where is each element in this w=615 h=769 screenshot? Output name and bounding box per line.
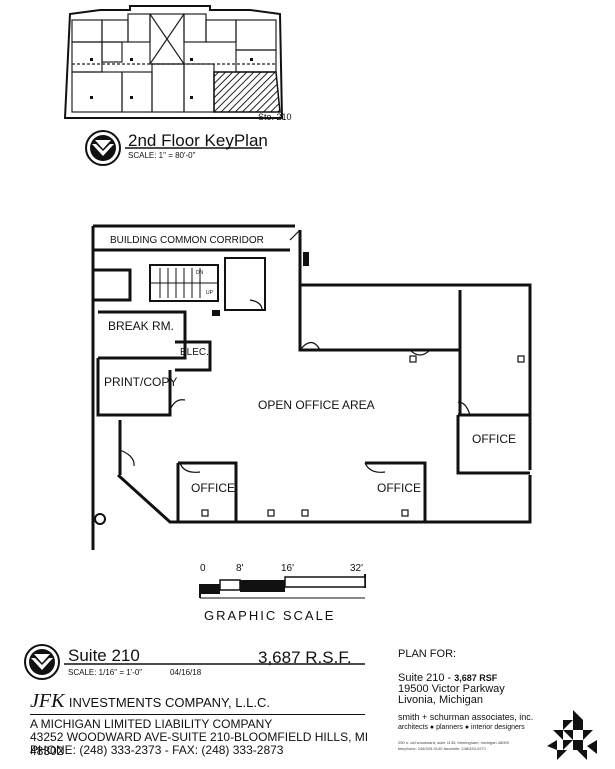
keyplan-logo-icon <box>85 130 121 166</box>
keyplan-title: 2nd Floor KeyPlan <box>128 131 268 150</box>
office-center-label: OFFICE <box>377 481 421 495</box>
graphic-scale: 0 8' 16' 32' GRAPHIC SCALE <box>190 560 390 630</box>
firm-name: smith + schurman associates, inc. <box>398 712 534 722</box>
scale-tick-8: 8' <box>236 563 244 574</box>
plan-for-suite: Suite 210 - <box>398 672 452 684</box>
scale-tick-0: 0 <box>200 563 206 574</box>
elec-label: ELEC. <box>180 347 209 358</box>
suite-tag: Ste. 210 <box>258 112 292 122</box>
open-office-label: OPEN OFFICE AREA <box>258 398 375 412</box>
stair-up-label: UP <box>206 290 213 296</box>
column-circle-icon <box>94 513 106 525</box>
jfk-logo-text: JFK <box>30 690 65 712</box>
keyplan-scale: SCALE: 1" = 80'-0" <box>128 151 196 160</box>
company-name: INVESTMENTS COMPANY, L.L.C. <box>68 695 270 710</box>
keyplan: Ste. 210 2nd Floor KeyPlan SCALE: 1" = 8… <box>0 0 615 170</box>
plan-for-city: Livonia, Michigan <box>398 694 483 706</box>
firm-fine-2: telephone: 248/333-0140 facsimile: 248/3… <box>398 746 487 751</box>
firm-sub: architects ● planners ● interior designe… <box>398 724 525 731</box>
suite-rsf: 3,687 R.S.F. <box>258 648 352 667</box>
scale-tick-32: 32' <box>350 563 364 574</box>
plan-for-heading: PLAN FOR: <box>398 648 457 660</box>
suite-block: Suite 210 3,687 R.S.F. SCALE: 1/16" = 1'… <box>20 640 380 690</box>
suite-scale: SCALE: 1/16" = 1'-0" <box>68 668 143 677</box>
corridor-label: BUILDING COMMON CORRIDOR <box>110 235 264 246</box>
suite-block-drawing <box>24 644 365 680</box>
graphic-scale-bar <box>199 574 366 599</box>
company-line-3: PHONE: (248) 333-2373 - FAX: (248) 333-2… <box>30 743 284 757</box>
office-right-label: OFFICE <box>472 432 516 446</box>
keyplan-drawing <box>63 5 284 166</box>
floor-plan: BUILDING COMMON CORRIDOR DN UP BREAK RM.… <box>0 210 615 550</box>
firm-fine-1: 250 n. old woodward, suite 1135, birming… <box>398 740 509 745</box>
company-block: JFK INVESTMENTS COMPANY, L.L.C. A MICHIG… <box>30 690 380 760</box>
plan-for-street: 19500 Victor Parkway <box>398 683 505 695</box>
graphic-scale-title: GRAPHIC SCALE <box>204 608 336 623</box>
suite-210-hatch <box>213 71 281 113</box>
firm-logo-icon <box>547 710 597 760</box>
company-line-1: A MICHIGAN LIMITED LIABILITY COMPANY <box>30 717 273 731</box>
stair-dn-label: DN <box>196 270 204 276</box>
suite-logo-icon <box>24 644 60 680</box>
break-room-label: BREAK RM. <box>108 319 175 333</box>
plan-for-block: PLAN FOR: Suite 210 - 3,687 RSF 19500 Vi… <box>398 648 608 763</box>
suite-title: Suite 210 <box>68 646 140 665</box>
plan-for-rsf: 3,687 RSF <box>454 673 498 683</box>
suite-date: 04/16/18 <box>170 668 202 677</box>
floor-plan-drawing <box>91 224 532 550</box>
print-copy-label: PRINT/COPY <box>104 375 178 389</box>
office-left-label: OFFICE <box>191 481 235 495</box>
scale-tick-16: 16' <box>281 563 295 574</box>
company-line-2: 43252 WOODWARD AVE-SUITE 210-BLOOMFIELD … <box>30 730 369 758</box>
